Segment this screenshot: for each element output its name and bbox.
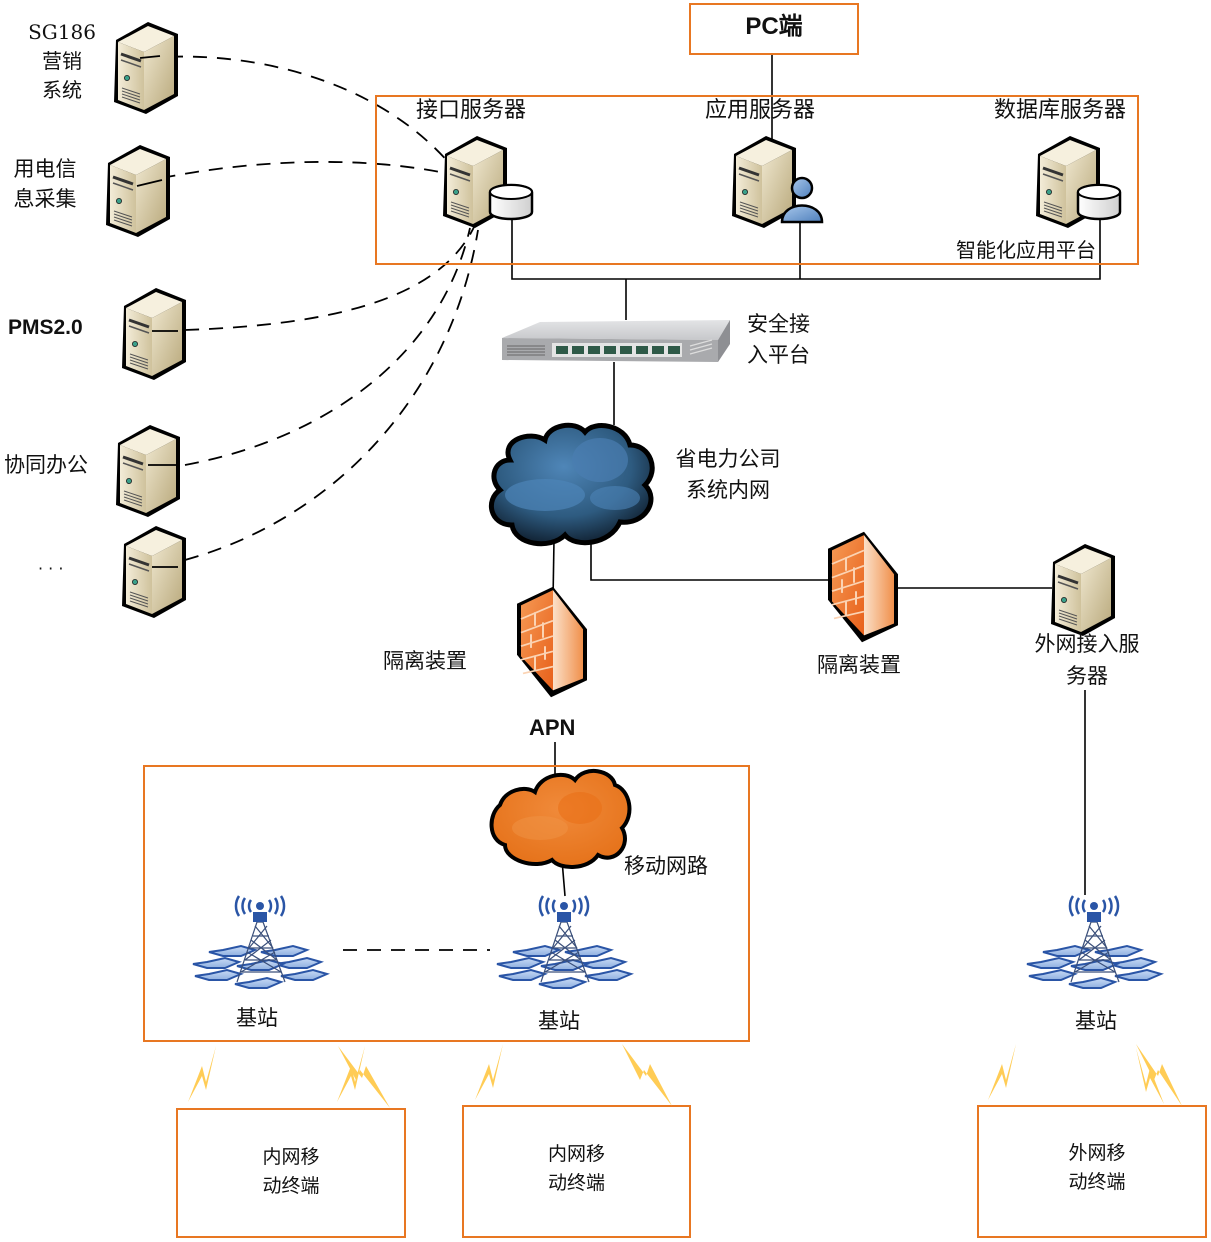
interface-server-icon xyxy=(441,134,534,230)
base-station-3-icon xyxy=(1025,894,1163,990)
terminal-box-2 xyxy=(462,1105,691,1238)
pms-server-icon xyxy=(120,286,188,382)
dashed-link-office xyxy=(184,227,471,466)
terminal-1-label: 内网移 动终端 xyxy=(262,1146,320,1197)
pc-box xyxy=(689,3,859,55)
application-server-label: 应用服务器 xyxy=(705,98,816,123)
office-label: 协同办公 xyxy=(4,453,88,477)
mobile-network-label: 移动网路 xyxy=(624,854,708,878)
collection-label: 用电信 息采集 xyxy=(13,157,77,211)
base-station-2-label: 基站 xyxy=(538,1009,580,1033)
base-station-1-icon xyxy=(191,894,329,990)
office-server-icon xyxy=(114,423,182,519)
left-isolation-label: 隔离装置 xyxy=(383,649,467,673)
cloud-to-right-firewall-line xyxy=(590,540,830,581)
base-station-2-icon xyxy=(495,894,633,990)
dashed-links xyxy=(137,55,490,951)
wireless-bolt-icon xyxy=(622,1044,672,1106)
apn-label: APN xyxy=(529,715,576,740)
pc-label: PC端 xyxy=(745,13,803,40)
terminal-3-label: 外网移 动终端 xyxy=(1068,1142,1126,1193)
application-server-icon xyxy=(730,134,824,230)
terminal-box-3 xyxy=(977,1105,1207,1238)
wireless-bolt-icon xyxy=(188,1046,216,1102)
internal-network-label: 省电力公司 系统内网 xyxy=(675,447,781,502)
pms-label: PMS2.0 xyxy=(8,316,83,339)
database-server-icon xyxy=(1034,134,1122,230)
external-server-label: 外网接入服 务器 xyxy=(1034,632,1140,688)
right-isolation-firewall-icon xyxy=(827,530,899,644)
server-bus-line xyxy=(511,205,1101,280)
collection-server-icon xyxy=(104,143,172,239)
switch-icon xyxy=(502,320,730,362)
dashed-link-collection xyxy=(137,161,441,184)
wireless-bolt-icon xyxy=(475,1044,503,1100)
external-access-server-icon xyxy=(1049,542,1117,638)
sg186-server-icon xyxy=(112,20,180,116)
left-isolation-firewall-icon xyxy=(516,585,588,699)
interface-server-label: 接口服务器 xyxy=(416,98,527,123)
sg186-label: SG186 营销 系统 xyxy=(28,20,96,102)
right-isolation-label: 隔离装置 xyxy=(817,653,901,677)
platform-box xyxy=(375,95,1139,265)
mobile-network-box xyxy=(143,765,750,1042)
other-server-icon xyxy=(120,524,188,620)
base-station-1-label: 基站 xyxy=(236,1006,278,1030)
dashed-link-sg186 xyxy=(144,55,456,171)
dashed-link-other xyxy=(184,229,479,561)
terminal-box-1 xyxy=(176,1108,406,1238)
database-server-label: 数据库服务器 xyxy=(994,98,1127,123)
wireless-bolt-icon xyxy=(988,1044,1016,1100)
other-systems-label: · · · xyxy=(38,559,64,578)
base-station-3-label: 基站 xyxy=(1075,1009,1117,1033)
internal-network-cloud-icon xyxy=(489,422,655,547)
platform-label: 智能化应用平台 xyxy=(956,238,1096,262)
security-platform-label: 安全接 入平台 xyxy=(747,312,810,367)
dashed-link-pms xyxy=(184,224,476,331)
wireless-bolt-icon xyxy=(1136,1048,1164,1104)
terminal-2-label: 内网移 动终端 xyxy=(547,1143,605,1194)
wireless-bolt-icon xyxy=(338,1046,390,1108)
mobile-network-cloud-icon xyxy=(489,769,632,869)
